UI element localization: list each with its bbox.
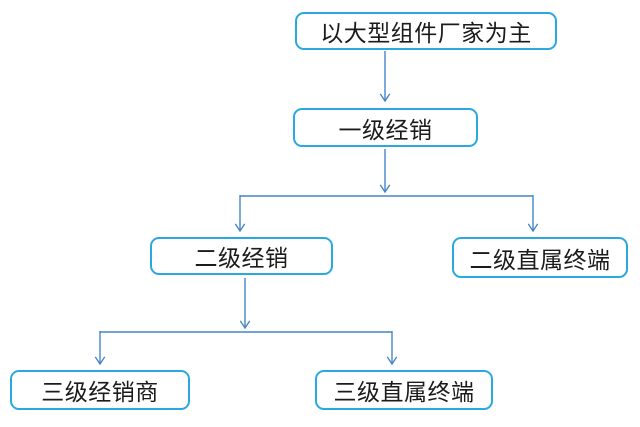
node-label: 一级经销 — [338, 116, 433, 143]
node-level2-distribution: 二级经销 — [150, 237, 333, 275]
node-label: 以大型组件厂家为主 — [320, 20, 532, 46]
node-label: 三级经销商 — [41, 379, 159, 405]
node-label: 二级直属终端 — [469, 246, 611, 273]
node-level3-distributor: 三级经销商 — [10, 370, 190, 410]
node-level3-direct-terminal: 三级直属终端 — [315, 370, 493, 410]
node-label: 三级直属终端 — [333, 379, 475, 405]
node-level1-distribution: 一级经销 — [293, 108, 478, 147]
node-level2-direct-terminal: 二级直属终端 — [452, 237, 628, 278]
node-root-manufacturer: 以大型组件厂家为主 — [295, 12, 557, 50]
node-label: 二级经销 — [194, 245, 289, 271]
